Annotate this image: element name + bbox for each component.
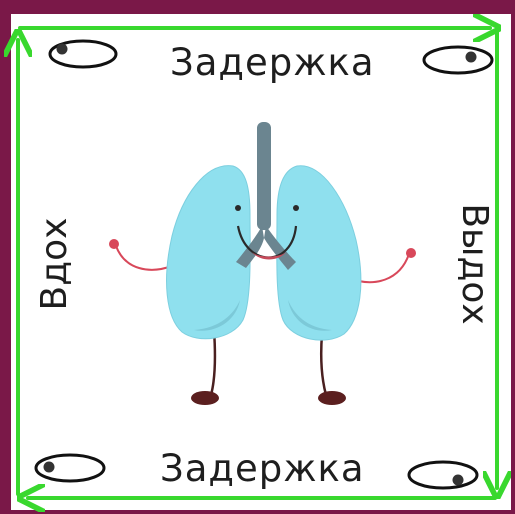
right-eye [293,205,299,211]
right-shoe [318,391,346,405]
right-hand [406,248,416,258]
eye-icon [50,41,116,67]
lungs-character [109,122,416,405]
right-label-exhale: Выдох [456,203,492,324]
left-leg [211,330,215,395]
left-label-inhale: Вдох [37,218,73,311]
cycle-arrow [18,28,497,498]
left-lung [167,166,251,339]
left-hand [109,239,119,249]
left-arm [116,246,172,270]
eye-icon [409,462,477,488]
left-eye [235,205,241,211]
left-shoe [191,391,219,405]
eye-icon [36,455,104,481]
top-label-hold: Задержка [170,44,375,81]
eye-icon [424,47,492,73]
right-lung [277,166,361,340]
bottom-label-hold: Задержка [160,450,365,487]
trachea [257,122,271,230]
right-leg [321,334,326,395]
